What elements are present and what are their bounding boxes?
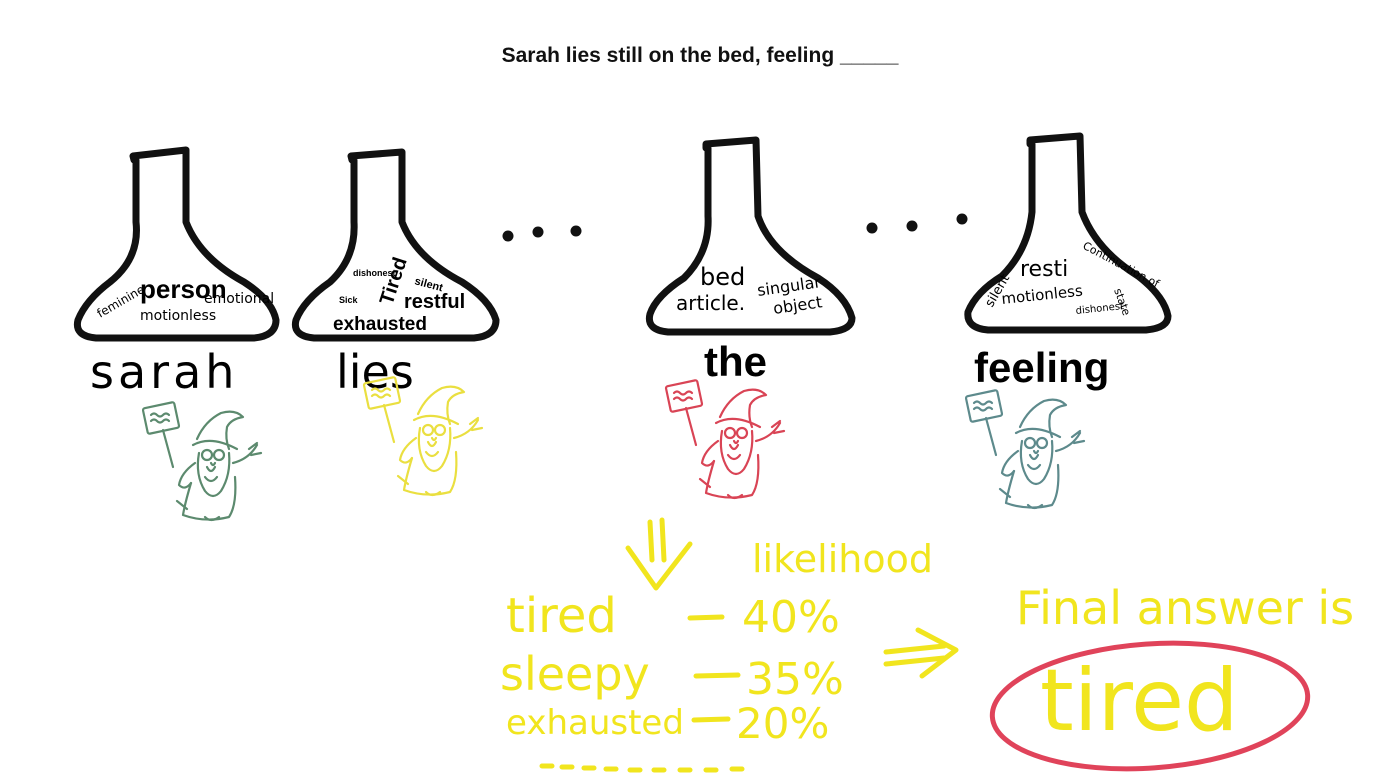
feature-word: person xyxy=(140,274,227,304)
feature-word: Continuation of xyxy=(1081,239,1163,291)
flask-feeling: silent resti motionless Continuation of … xyxy=(964,132,1172,391)
flask-lies: dishonest Tired silent Sick restful exha… xyxy=(291,148,500,399)
feature-word: motionless xyxy=(140,308,216,324)
feature-word: emotional xyxy=(204,291,274,307)
feature-word: article. xyxy=(676,291,745,315)
flask-sarah: feminine person emotional motionless sar… xyxy=(73,146,280,399)
feature-word: restful xyxy=(404,291,465,313)
candidate-word: exhausted xyxy=(506,703,684,743)
list-item: sleepy 35% xyxy=(500,647,844,705)
features-the: bed article. singular object xyxy=(676,263,823,318)
candidate-likelihood: 40% xyxy=(742,592,840,643)
down-arrow-icon xyxy=(625,517,693,591)
answer-circle xyxy=(989,640,1311,772)
final-answer-label: Final answer is xyxy=(1016,581,1354,635)
candidate-likelihood: 20% xyxy=(736,699,829,748)
token-word: feeling xyxy=(974,344,1109,391)
feature-word: motionless xyxy=(1001,282,1084,308)
dots-icon xyxy=(866,213,968,234)
dashed-line-icon xyxy=(539,763,745,773)
flask-the: bed article. singular object the xyxy=(645,136,856,385)
token-word: the xyxy=(704,338,767,385)
likelihood-header: likelihood xyxy=(752,537,933,581)
wizard-sarah xyxy=(141,400,263,522)
candidate-word: tired xyxy=(506,588,617,644)
feature-word: bed xyxy=(700,263,745,291)
feature-word: exhausted xyxy=(333,314,427,335)
token-word: lies xyxy=(336,345,414,399)
token-word: sarah xyxy=(90,345,238,399)
feature-word: resti xyxy=(1020,257,1068,282)
feature-word: Sick xyxy=(339,295,359,305)
features-feeling: silent resti motionless Continuation of … xyxy=(982,239,1162,317)
list-item: exhausted 20% xyxy=(506,699,829,748)
wizard-the xyxy=(664,378,786,500)
dots-icon xyxy=(502,225,582,242)
feature-word: dishonest xyxy=(353,268,396,278)
candidate-likelihood: 35% xyxy=(746,654,844,705)
final-answer-word: tired xyxy=(1040,651,1239,751)
candidate-list: tired 40% sleepy 35% exhausted 20% xyxy=(500,588,844,773)
feature-word: dishonest xyxy=(1075,301,1124,317)
wizard-feeling xyxy=(964,388,1086,510)
features-lies: dishonest Tired silent Sick restful exha… xyxy=(333,255,465,335)
final-answer: tired xyxy=(989,640,1311,772)
candidate-word: sleepy xyxy=(500,647,650,701)
list-item: tired 40% xyxy=(506,588,840,644)
sentence-title: Sarah lies still on the bed, feeling ___… xyxy=(501,44,899,67)
double-arrow-icon xyxy=(883,627,959,679)
